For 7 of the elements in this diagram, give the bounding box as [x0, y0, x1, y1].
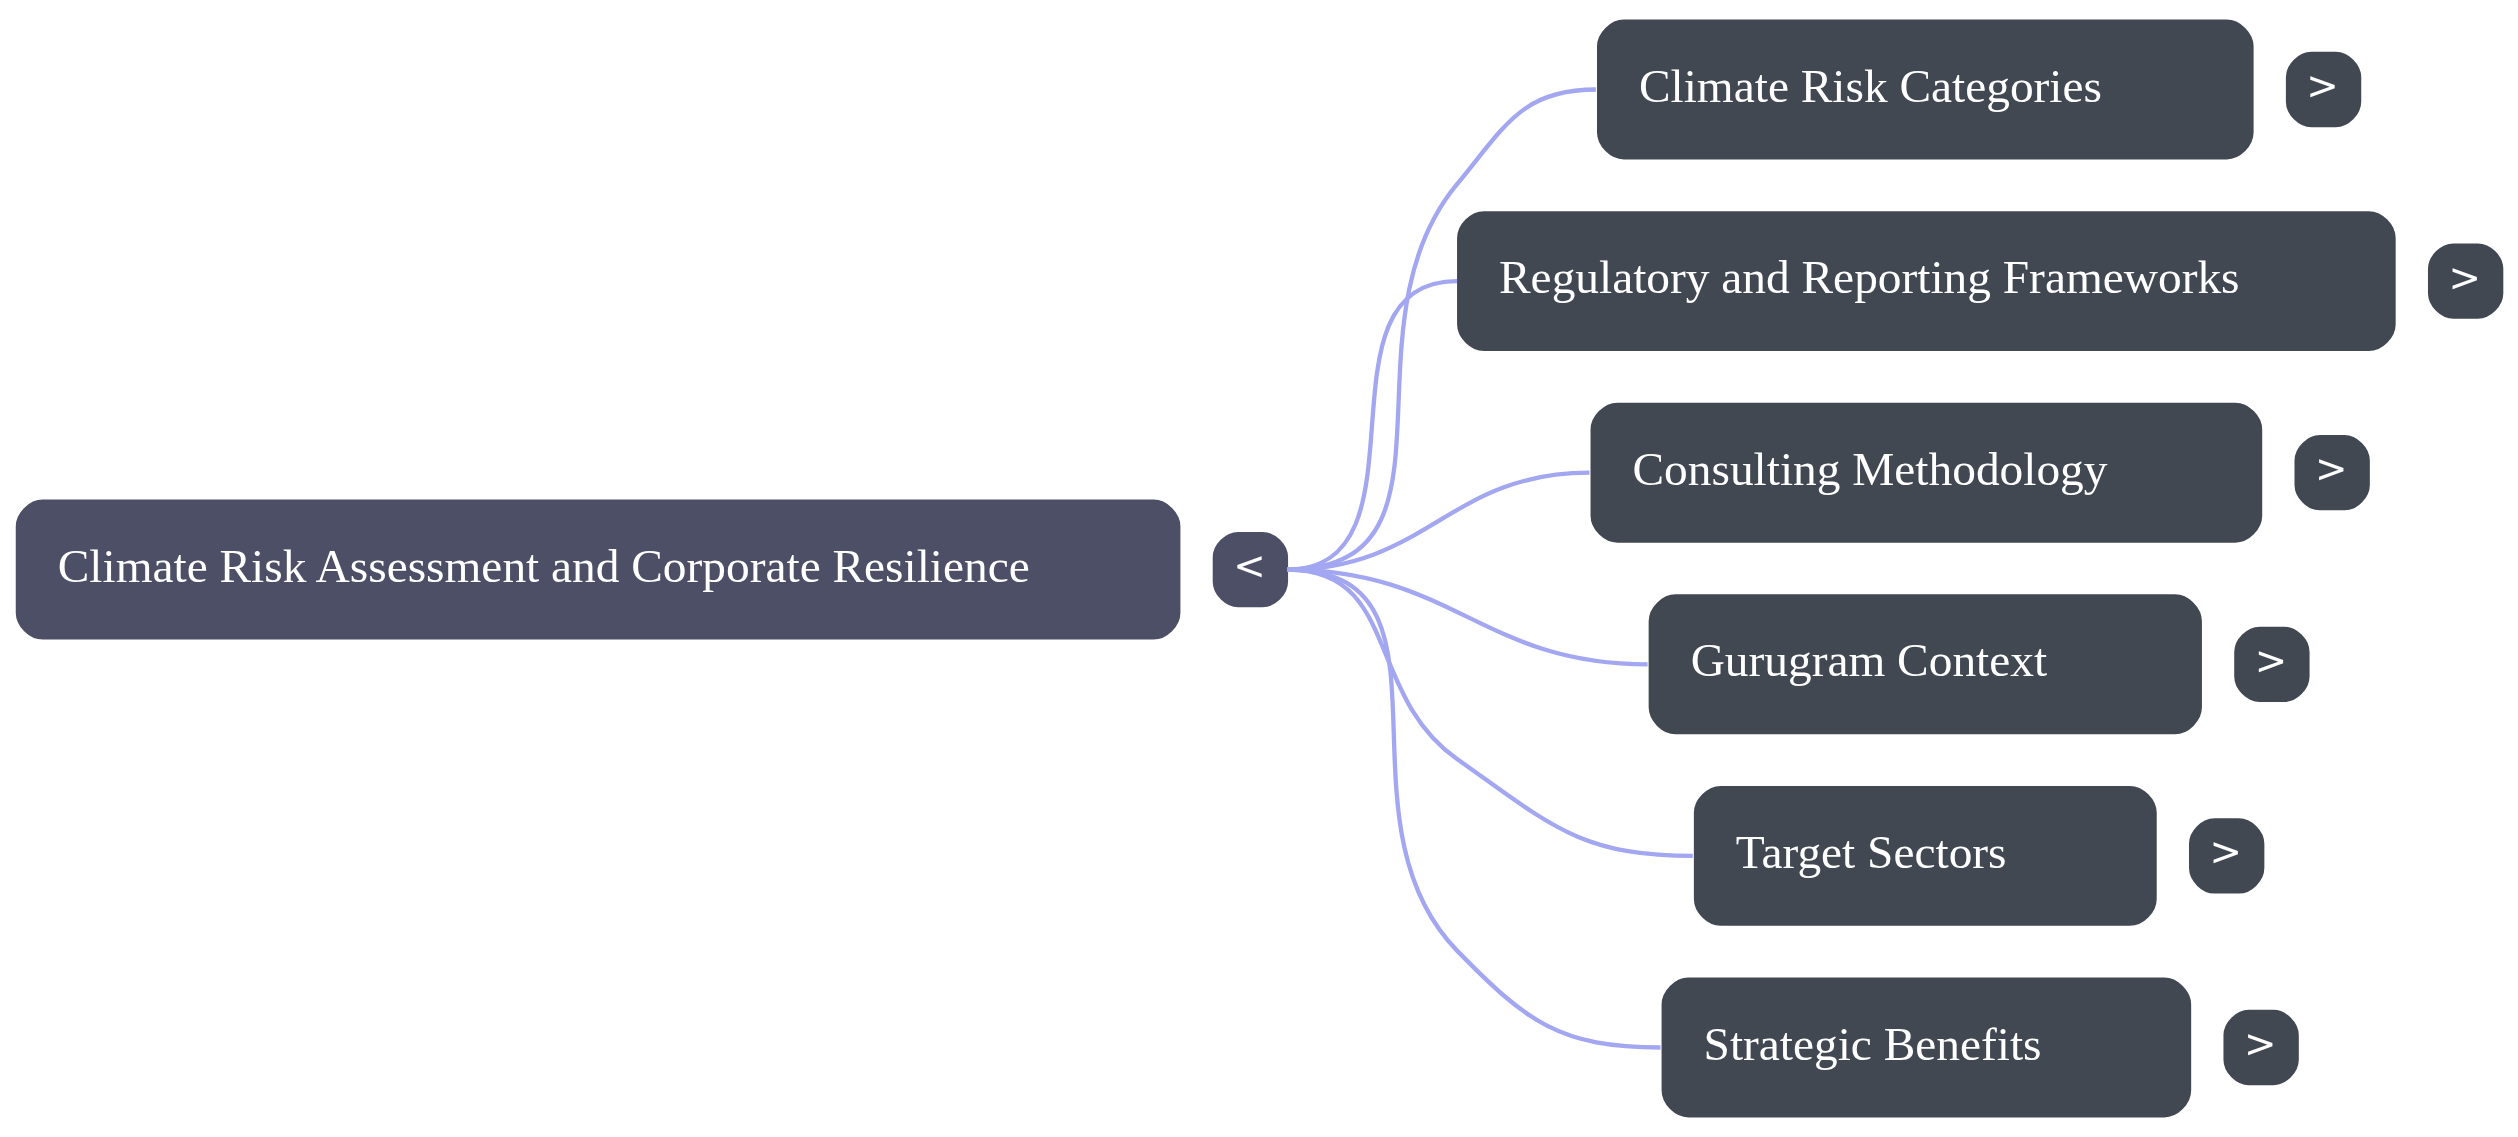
node-label: > [2209, 829, 2242, 875]
node-label: > [2254, 637, 2288, 683]
node-label: > [2448, 254, 2481, 300]
node-label: > [2243, 1020, 2277, 1066]
node-label: < [1233, 543, 1266, 589]
node-label: > [2306, 62, 2339, 108]
node-label: > [2314, 446, 2348, 492]
